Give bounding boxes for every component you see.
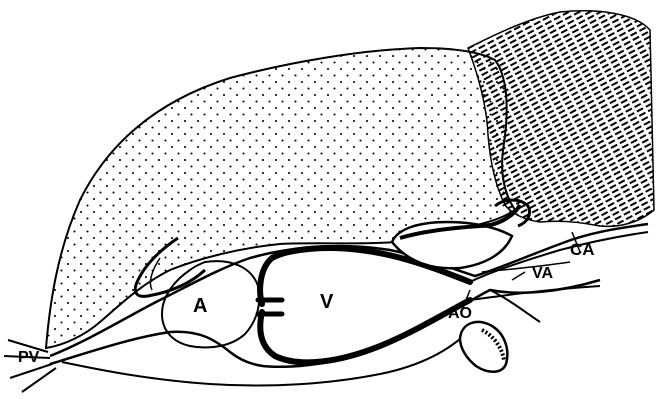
heart-bottom-arc bbox=[62, 330, 470, 386]
label-ventricle: V bbox=[320, 291, 334, 313]
label-atrium: A bbox=[193, 295, 207, 317]
va-leader bbox=[512, 272, 525, 280]
label-pv: PV bbox=[18, 349, 40, 366]
stippled-organ bbox=[46, 48, 515, 348]
label-ao: AO bbox=[448, 305, 472, 322]
label-va: VA bbox=[532, 265, 553, 282]
label-ca: CA bbox=[570, 240, 595, 259]
ventral-aorta-upper bbox=[482, 262, 570, 272]
